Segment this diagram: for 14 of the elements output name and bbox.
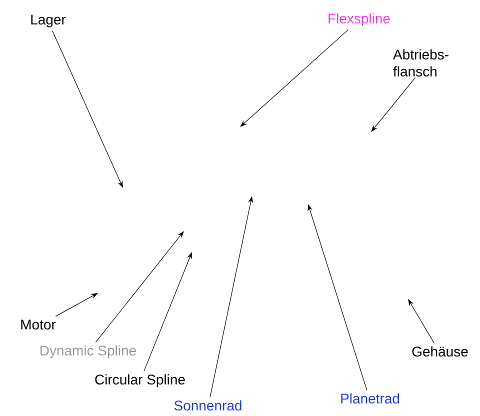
label-text: Planetrad	[341, 393, 400, 404]
label-text: Circular Spline	[95, 374, 185, 388]
leader-line	[55, 293, 98, 317]
label-text: Abtriebs-flansch	[393, 49, 448, 77]
label-text: Dynamic Spline	[40, 345, 136, 358]
leader-line	[240, 29, 349, 127]
label-text: Motor	[21, 320, 56, 330]
leader-line	[95, 231, 184, 343]
label-text: Flexspline	[328, 13, 390, 26]
leader-line	[408, 299, 435, 344]
label-text: Sonnenrad	[174, 400, 242, 411]
label-text: Gehäuse	[412, 346, 468, 357]
label-text: Lager	[31, 14, 66, 28]
leader-line	[371, 77, 416, 132]
